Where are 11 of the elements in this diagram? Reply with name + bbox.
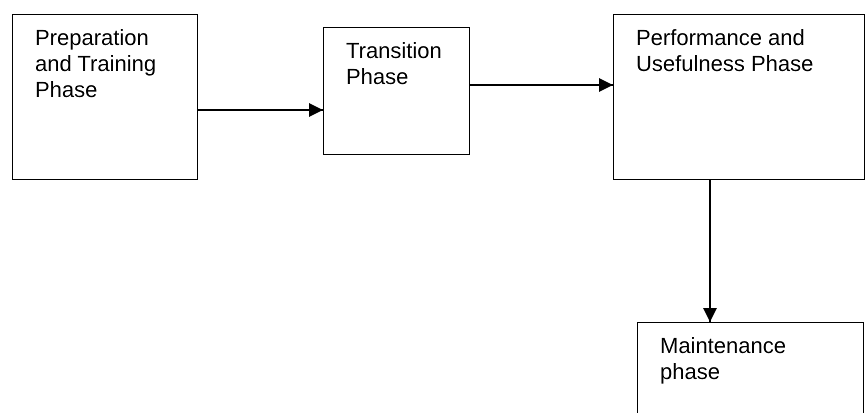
arrow <box>703 180 717 322</box>
process-box <box>12 14 198 180</box>
box-label: Performance and Usefulness Phase <box>636 25 814 77</box>
box-label: Preparation and Training Phase <box>35 25 158 103</box>
box-label: Maintenance phase <box>660 333 787 385</box>
arrow <box>198 103 323 117</box>
box-label: Transition Phase <box>346 38 443 90</box>
process-box <box>637 322 864 413</box>
process-box <box>323 27 470 155</box>
process-box <box>613 14 865 180</box>
arrow <box>470 78 613 92</box>
